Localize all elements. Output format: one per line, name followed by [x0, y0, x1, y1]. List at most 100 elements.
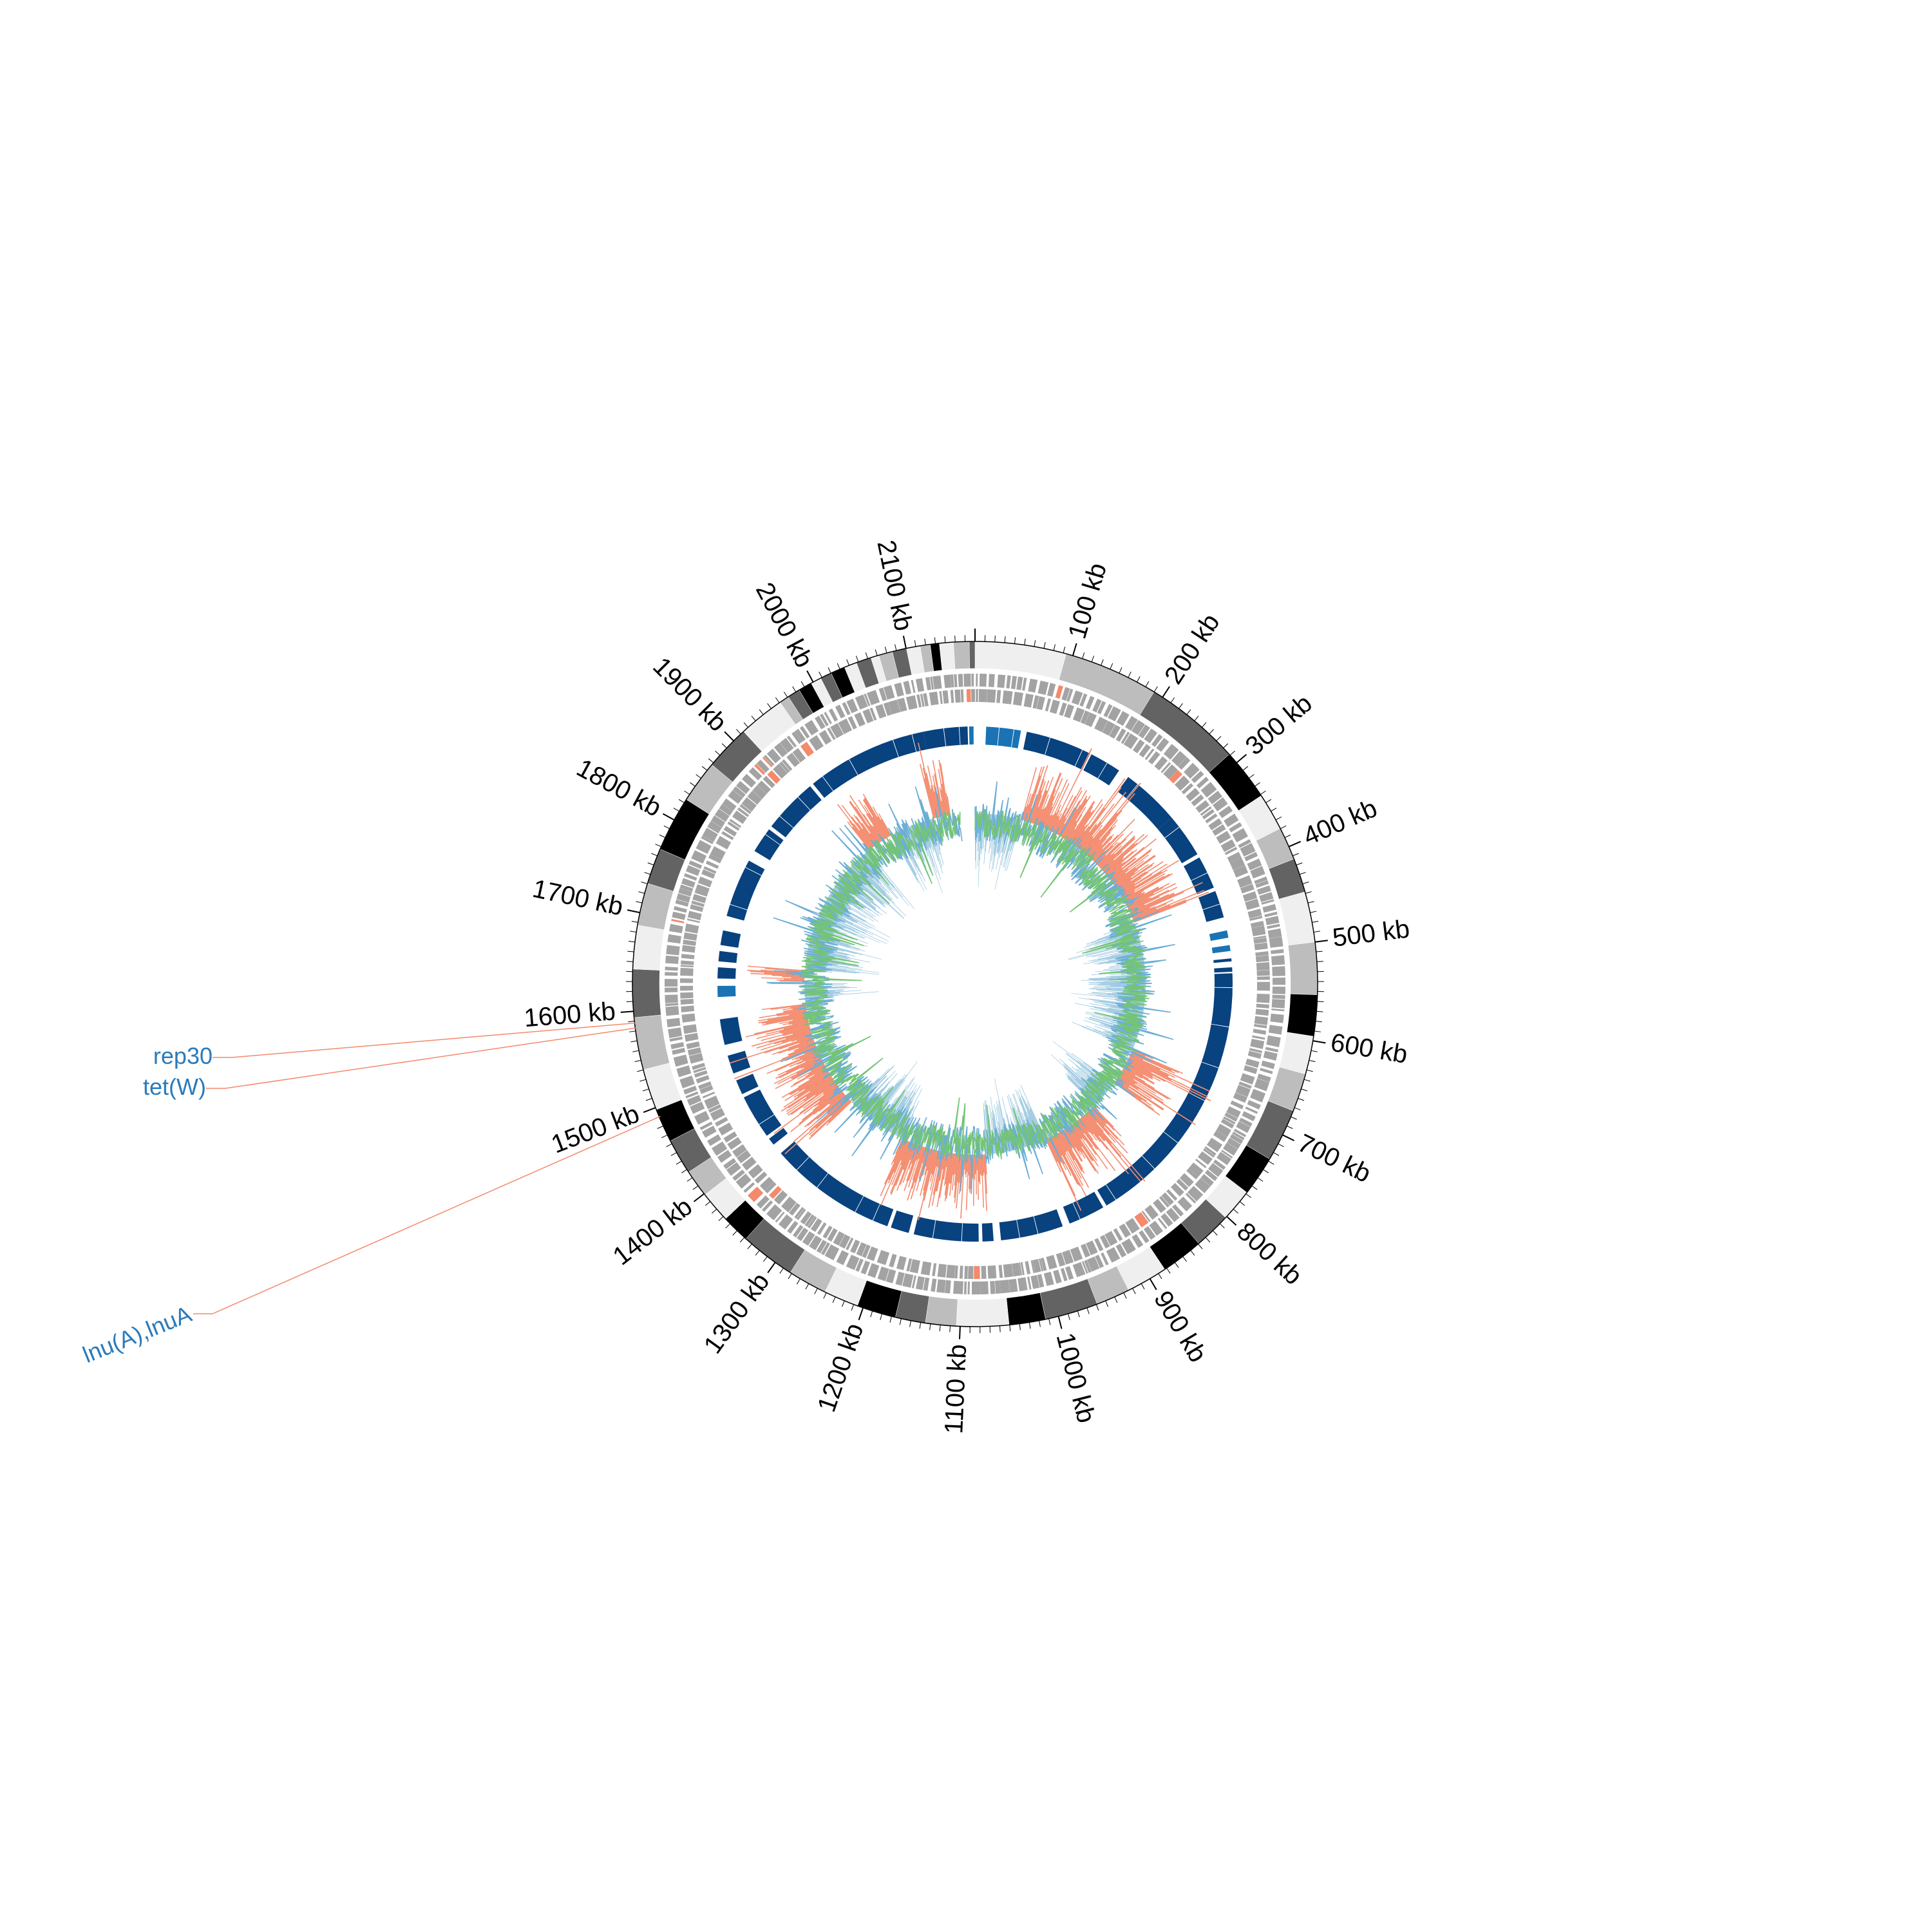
cds-feature	[1106, 1247, 1121, 1263]
cds-feature	[1022, 677, 1027, 691]
minor-tick	[1294, 1107, 1301, 1111]
cds-feature	[1095, 1255, 1104, 1269]
minor-tick	[1296, 862, 1303, 866]
minor-tick	[684, 790, 690, 795]
cds-feature	[683, 932, 697, 941]
gc-skew-bar	[877, 816, 890, 837]
cds-feature	[1101, 1252, 1109, 1265]
gc-skew-bar	[1036, 794, 1049, 826]
minor-tick	[1312, 920, 1319, 923]
contig-band	[974, 641, 1066, 680]
gc-skew-bar	[791, 1048, 818, 1061]
cds-feature	[1046, 1255, 1057, 1270]
gc-skew-bar	[1075, 808, 1106, 848]
gc-content-track	[766, 781, 1175, 1195]
cds-feature	[809, 1235, 822, 1251]
gc-skew-bar	[773, 1085, 838, 1134]
cds-feature	[1261, 899, 1274, 905]
minor-tick	[644, 872, 651, 875]
cds-feature	[1235, 1084, 1251, 1097]
gc-skew-bar	[890, 1142, 912, 1194]
gc-skew-bar	[765, 1015, 808, 1024]
gc-skew-bar	[1032, 780, 1050, 824]
gc-skew-bar	[912, 1146, 924, 1180]
cds-feature	[1265, 1046, 1279, 1053]
contig-band	[1286, 994, 1318, 1037]
gc-skew-bar	[1112, 860, 1144, 884]
gc-skew-bar	[895, 1138, 904, 1154]
cds-feature	[1016, 676, 1023, 690]
gc-skew-bar	[954, 1153, 958, 1175]
cds-feature	[1247, 909, 1262, 918]
gc-skew-bar	[977, 1154, 980, 1200]
cds-feature	[775, 1211, 785, 1223]
minor-tick	[645, 1098, 652, 1101]
gc-skew-bar	[776, 1009, 807, 1015]
minor-tick	[1114, 1296, 1118, 1303]
gc-skew-bar	[932, 1150, 939, 1175]
gc-skew-bar	[1048, 804, 1061, 831]
gc-skew-bar	[1056, 1133, 1082, 1179]
cds-feature	[680, 965, 694, 968]
cds-feature	[1261, 1060, 1275, 1070]
cds-feature	[1239, 1117, 1253, 1127]
minor-tick	[1136, 676, 1141, 683]
gc-skew-bar	[1021, 767, 1037, 820]
cds-feature	[1032, 1258, 1041, 1273]
homology-block	[1083, 754, 1119, 786]
cds-feature	[1006, 675, 1011, 689]
gc-skew-bar	[1072, 1124, 1083, 1139]
gc-skew-bar	[1112, 873, 1126, 884]
cds-feature	[1220, 1119, 1235, 1129]
gc-skew-bar	[1097, 842, 1120, 866]
gc-skew-bar	[779, 1037, 813, 1050]
gc-skew-bar	[764, 968, 805, 972]
gc-skew-bar	[1120, 874, 1153, 895]
cds-feature	[810, 1218, 822, 1232]
cds-feature	[1203, 1148, 1215, 1158]
gc-skew-bar	[895, 1142, 913, 1186]
cds-feature	[828, 708, 838, 722]
gc-skew-bar	[1053, 1135, 1081, 1186]
gc-skew-bar	[960, 1154, 965, 1219]
cds-feature	[1255, 951, 1269, 956]
gc-skew-bar	[1088, 832, 1111, 857]
gc-skew-bar	[1125, 1064, 1153, 1080]
gc-skew-bar	[864, 797, 889, 838]
minor-tick	[627, 951, 634, 952]
gc-skew-bar	[890, 1142, 913, 1195]
cds-feature	[1012, 692, 1023, 706]
gc-skew-bar	[880, 1139, 906, 1197]
minor-tick	[638, 891, 645, 894]
gc-skew-bar	[734, 1046, 817, 1079]
gc-skew-bar	[1052, 813, 1062, 832]
minor-tick	[775, 697, 780, 703]
major-tick	[1314, 940, 1328, 943]
cds-feature	[1204, 1146, 1217, 1156]
minor-tick	[851, 1304, 855, 1311]
gc-skew-bar	[1065, 1128, 1086, 1159]
cds-feature	[747, 790, 762, 805]
cds-feature	[680, 992, 694, 999]
cds-feature	[1271, 949, 1284, 954]
gc-skew-bar	[918, 1148, 929, 1179]
gc-skew-bar	[1086, 1113, 1146, 1182]
cds-feature	[766, 1204, 782, 1220]
gc-skew-bar	[1091, 1108, 1106, 1124]
gc-skew-bar	[956, 1154, 961, 1209]
gc-skew-bar	[788, 1019, 809, 1025]
minor-tick	[954, 635, 956, 642]
cds-feature	[833, 1231, 845, 1246]
gc-skew-bar	[939, 787, 945, 817]
contig-band	[637, 883, 674, 930]
gc-skew-bar	[793, 1074, 831, 1098]
cds-feature	[1188, 1162, 1204, 1177]
minor-tick	[1219, 1223, 1225, 1229]
homology-block	[891, 1210, 914, 1233]
cds-feature	[748, 767, 762, 781]
gc-skew-bar	[809, 1097, 848, 1131]
gc-skew-bar	[1108, 838, 1157, 878]
minor-tick	[634, 1059, 641, 1063]
gc-skew-bar	[939, 1151, 945, 1181]
homology-gap	[745, 867, 762, 876]
